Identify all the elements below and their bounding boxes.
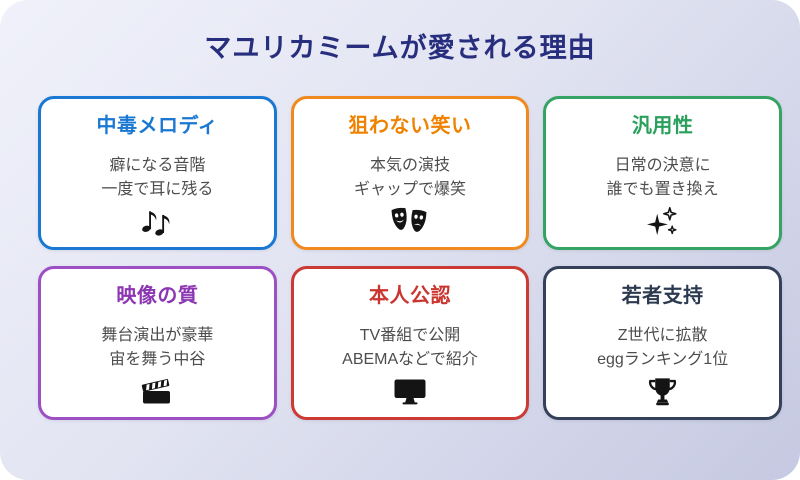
page-title: マユリカミームが愛される理由: [204, 33, 596, 63]
card-line: 本気の演技: [369, 157, 450, 174]
card-line: TV番組で公開: [359, 327, 461, 344]
trophy-icon: [546, 375, 779, 407]
reason-card-endorsed: 本人公認 TV番組で公開 ABEMAなどで紹介: [290, 266, 530, 420]
card-line: 舞台演出が豪華: [101, 327, 214, 344]
card-line: eggランキング1位: [597, 351, 729, 368]
theater-masks-icon: [294, 205, 527, 237]
card-title: 本人公認: [368, 285, 451, 307]
card-title: 若者支持: [621, 285, 704, 307]
card-title: 中毒メロディ: [96, 115, 219, 137]
card-line: ギャップで爆笑: [353, 181, 466, 198]
card-line: 宙を舞う中谷: [109, 351, 206, 368]
reason-card-comedy: 狙わない笑い 本気の演技 ギャップで爆笑: [290, 96, 530, 250]
reasons-grid: 中毒メロディ 癖になる音階 一度で耳に残る: [38, 96, 782, 420]
card-title: 狙わない笑い: [348, 115, 472, 137]
card-line: 誰でも置き換え: [606, 181, 719, 198]
sparkles-icon: [546, 205, 779, 237]
music-notes-icon: [41, 205, 274, 237]
card-line: 癖になる音階: [109, 157, 206, 174]
reason-card-youth: 若者支持 Z世代に拡散 eggランキング1位: [543, 266, 782, 420]
card-line: 一度で耳に残る: [101, 181, 214, 198]
card-title: 映像の質: [116, 285, 199, 307]
reason-card-visuals: 映像の質 舞台演出が豪華 宙を舞う中谷: [38, 266, 277, 420]
clapperboard-icon: [41, 375, 274, 407]
card-line: Z世代に拡散: [617, 327, 708, 344]
card-line: ABEMAなどで紹介: [342, 351, 478, 368]
reason-card-versatility: 汎用性 日常の決意に 誰でも置き換え: [543, 96, 782, 250]
card-line: 日常の決意に: [614, 157, 711, 174]
tv-icon: [294, 375, 527, 407]
card-title: 汎用性: [631, 115, 694, 137]
reason-card-melody: 中毒メロディ 癖になる音階 一度で耳に残る: [38, 96, 277, 250]
